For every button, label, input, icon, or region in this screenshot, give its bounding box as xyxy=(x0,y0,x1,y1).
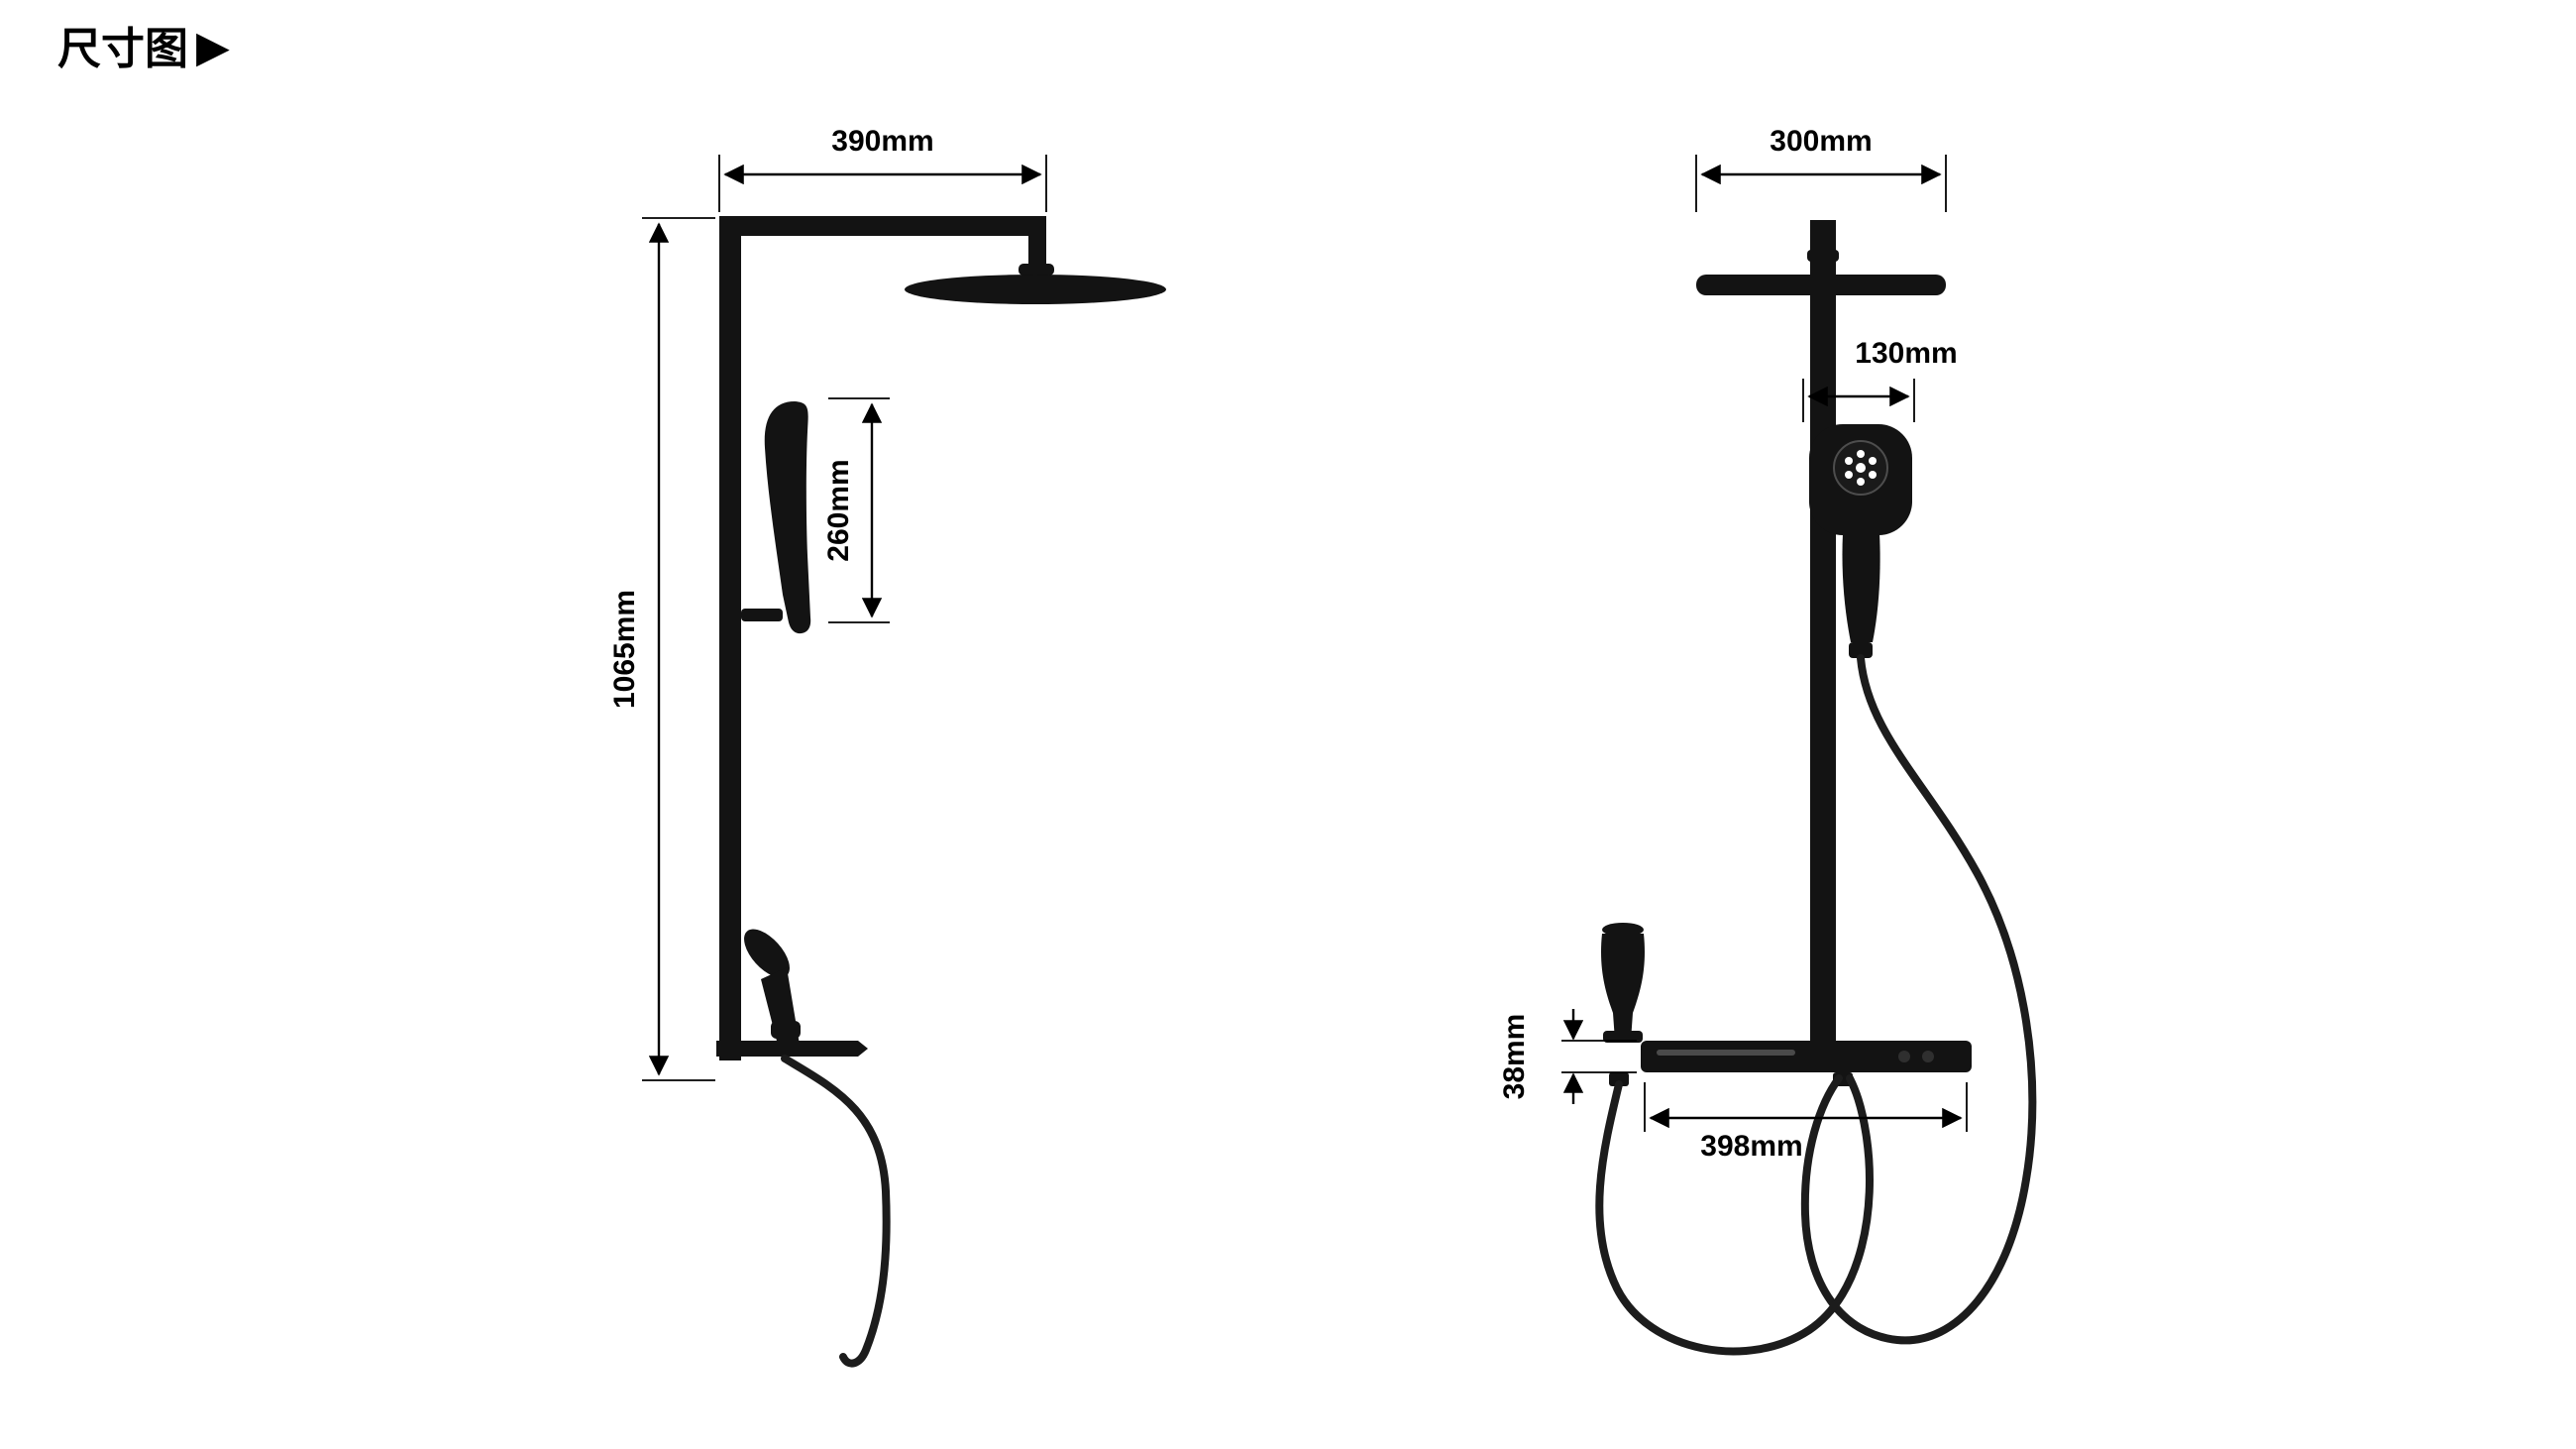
bidet-sprayer-front xyxy=(1601,934,1645,1041)
shower-arm-side xyxy=(719,216,1046,236)
hand-shower-handle-front xyxy=(1842,533,1880,642)
hand-shower-hose-front xyxy=(1800,654,2037,1345)
head-joint-front xyxy=(1807,250,1839,262)
shelf-knob-1 xyxy=(1922,1051,1934,1062)
dim-398mm-label: 398mm xyxy=(1700,1130,1802,1163)
shelf-groove xyxy=(1657,1050,1795,1056)
dim-260mm: 260mm xyxy=(822,397,890,623)
dim-130mm: 130mm xyxy=(1802,337,1958,422)
dim-300mm-label: 300mm xyxy=(1770,125,1872,158)
rain-shower-head-front xyxy=(1696,275,1946,295)
dim-1065mm-label: 1065mm xyxy=(608,590,641,709)
dim-390mm-label: 390mm xyxy=(831,125,933,158)
shelf-side xyxy=(716,1041,868,1057)
shelf-knob-2 xyxy=(1898,1051,1910,1062)
dim-130mm-label: 130mm xyxy=(1855,337,1957,370)
bidet-hose-front xyxy=(1595,1074,1874,1356)
bidet-sprayer-nozzle-front xyxy=(1602,923,1644,937)
dim-300mm: 300mm xyxy=(1695,125,1947,212)
dim-1065mm: 1065mm xyxy=(608,217,715,1081)
shower-column-side xyxy=(719,216,741,1060)
spray-nozzles xyxy=(1845,450,1877,486)
rain-shower-head-side xyxy=(905,275,1166,304)
shelf-front xyxy=(1641,1041,1972,1072)
head-joint-side xyxy=(1019,264,1054,276)
dim-38mm-label: 38mm xyxy=(1498,1014,1531,1100)
dim-260mm-label: 260mm xyxy=(822,459,855,561)
hose-connector-left xyxy=(1609,1072,1629,1086)
sprayer-holder-side xyxy=(771,1021,801,1039)
dim-38mm: 38mm xyxy=(1498,1009,1637,1104)
hand-shower-side xyxy=(764,401,811,634)
bidet-sprayer-head-side xyxy=(744,929,790,978)
hand-shower-bracket-side xyxy=(741,609,783,621)
sprayer-holder-front xyxy=(1603,1031,1643,1043)
dim-398mm: 398mm xyxy=(1644,1082,1968,1163)
hand-shower-nut xyxy=(1849,642,1873,658)
title-arrow-icon: ▶ xyxy=(196,23,230,71)
dim-390mm: 390mm xyxy=(718,125,1047,212)
front-view: 300mm 130mm 38mm 398mm xyxy=(1498,125,2037,1356)
hose-side xyxy=(781,1055,891,1368)
head-connector-side xyxy=(1028,236,1046,272)
page-title: 尺寸图 xyxy=(57,25,188,73)
shower-column-front xyxy=(1810,220,1836,1051)
side-view: 390mm 1065mm 260mm xyxy=(608,125,1166,1368)
